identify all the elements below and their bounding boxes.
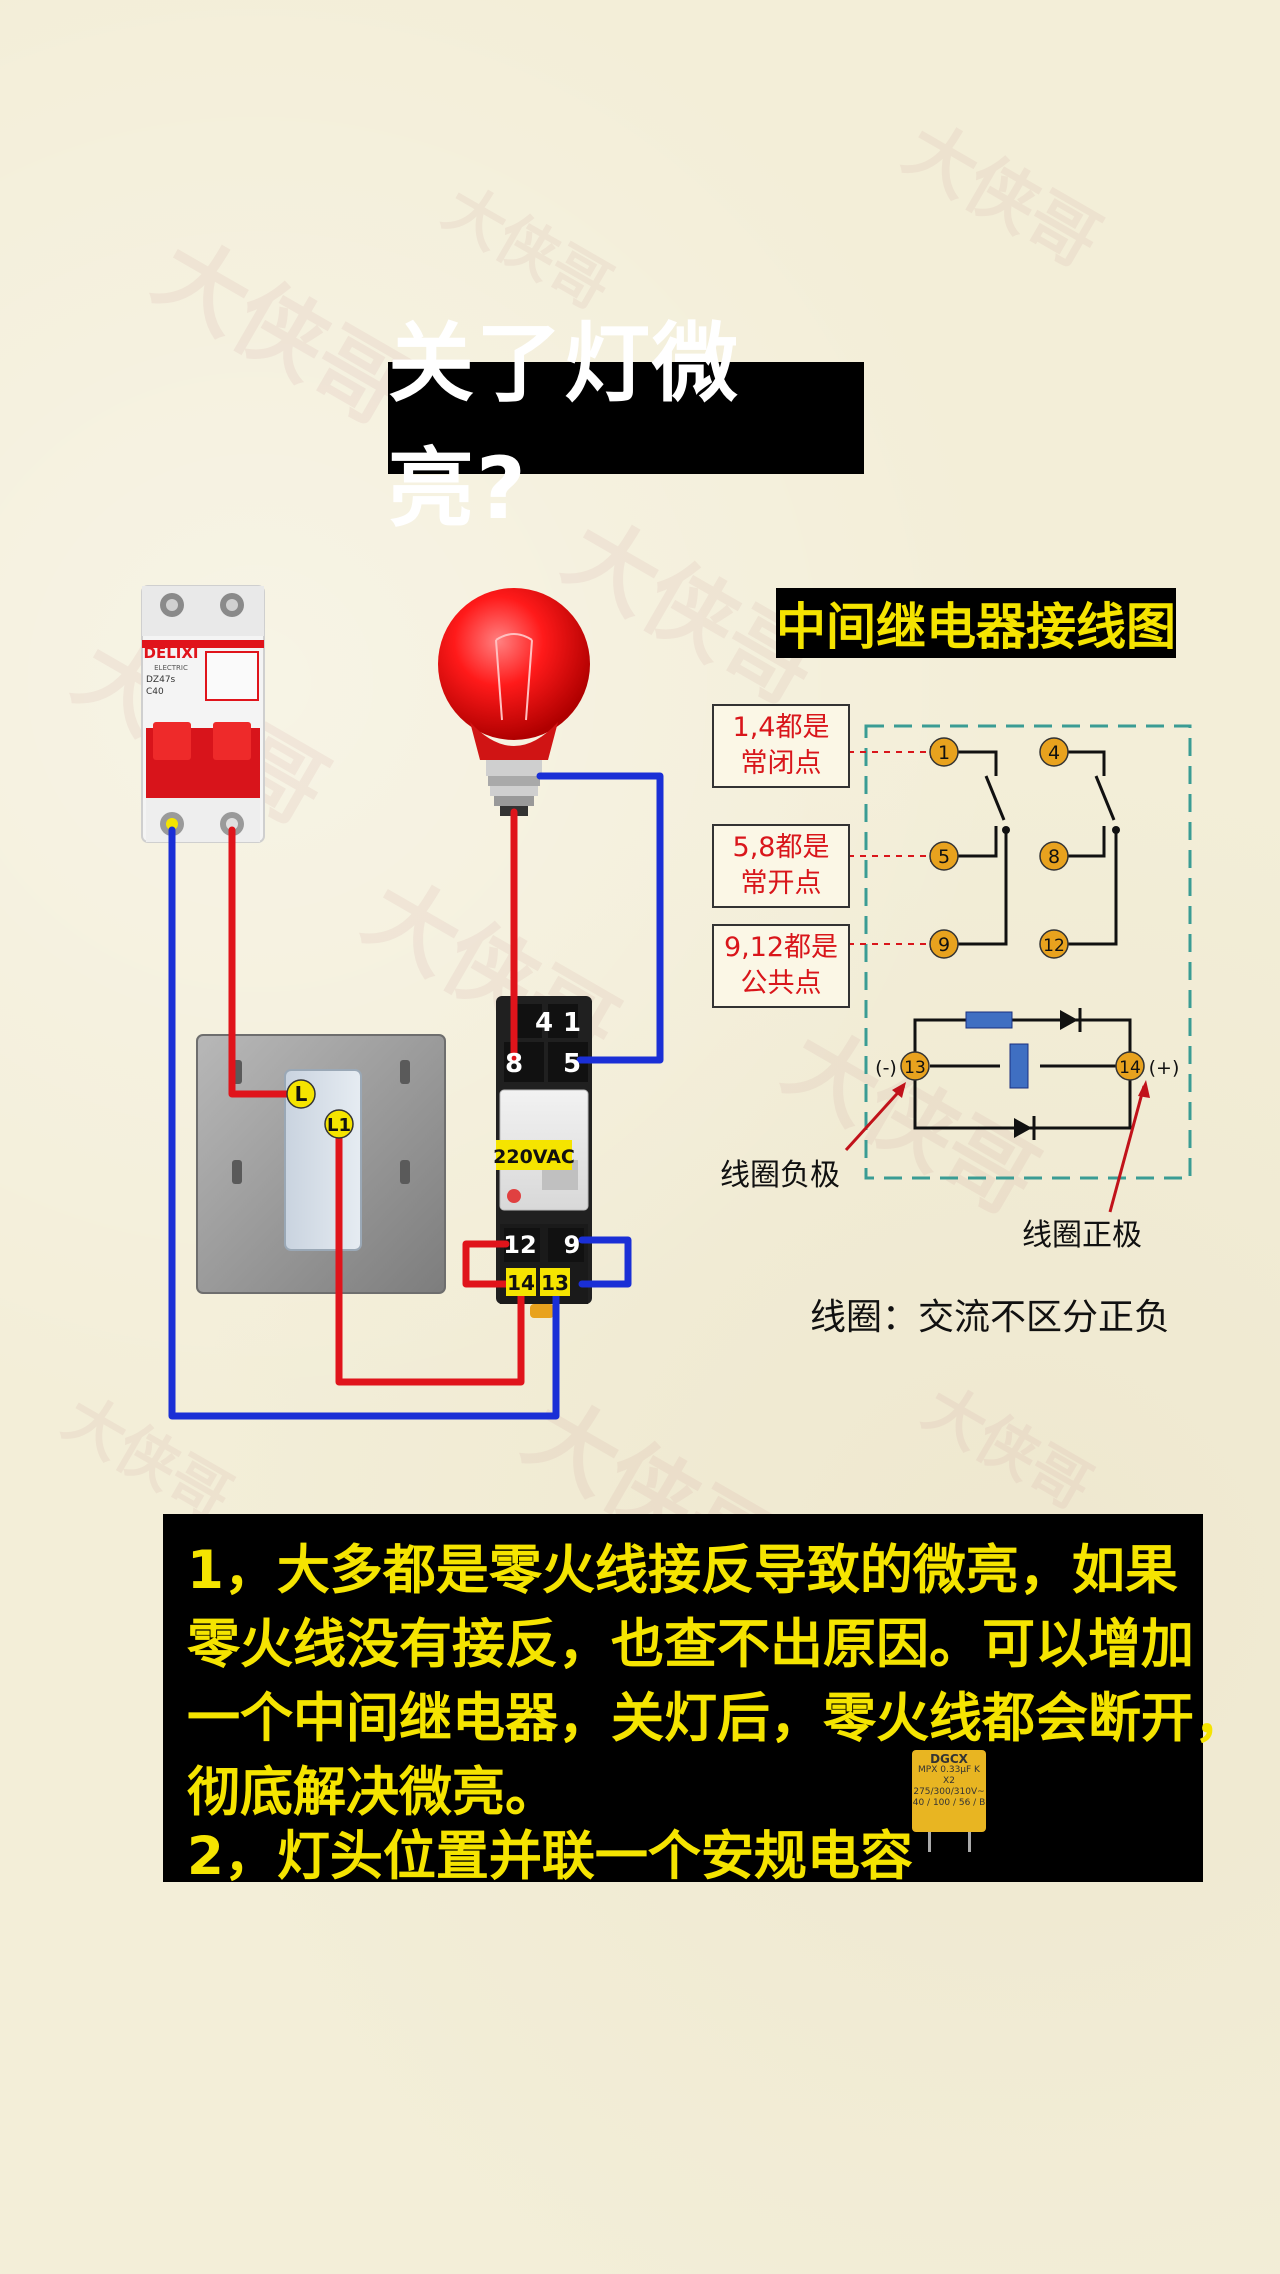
- schematic-terminal-13: 13: [900, 1051, 930, 1081]
- note-com-line2: 公共点: [740, 968, 822, 999]
- coil-pos-label: 线圈正极: [1022, 1218, 1142, 1253]
- note-com: 9,12都是 公共点: [712, 924, 850, 1008]
- note-nc-line2: 常闭点: [740, 748, 822, 779]
- note-no-line2: 常开点: [740, 868, 822, 899]
- switch-terminal-L: L: [286, 1079, 316, 1109]
- safety-capacitor: DGCX MPX 0.33μF K X2 275/300/310V~ 40 / …: [912, 1750, 986, 1832]
- note-nc-line1: 1,4都是: [732, 712, 830, 743]
- breaker-brand: DELIXI: [144, 644, 199, 662]
- schematic-terminal-12: 12: [1039, 929, 1069, 959]
- schematic-terminal-4: 4: [1039, 737, 1069, 767]
- svg-text:14: 14: [1119, 1058, 1141, 1078]
- coil-neg-polarity: (-): [875, 1057, 897, 1079]
- relay-label-14: 14: [507, 1271, 535, 1295]
- breaker-sub: ELECTRIC: [154, 664, 188, 672]
- schematic-terminal-9: 9: [929, 929, 959, 959]
- svg-text:9: 9: [938, 934, 950, 956]
- svg-text:13: 13: [904, 1058, 926, 1078]
- breaker-rating: C40: [146, 687, 164, 697]
- explanation-line-1: 1，大多都是零火线接反导致的微亮，如果: [187, 1540, 1178, 1601]
- circuit-breaker: DELIXI ELECTRIC DZ47s C40: [141, 585, 265, 843]
- schematic-terminal-14: 14: [1115, 1051, 1145, 1081]
- coil-pos-polarity: (+): [1149, 1057, 1180, 1079]
- svg-text:12: 12: [1043, 936, 1065, 956]
- schematic-terminal-8: 8: [1039, 841, 1069, 871]
- explanation-line-2: 零火线没有接反，也查不出原因。可以增加: [187, 1614, 1194, 1675]
- capacitor-leg: [928, 1832, 931, 1852]
- capacitor-brand: DGCX: [930, 1752, 968, 1766]
- capacitor-leg: [968, 1832, 971, 1852]
- schematic-dashed-box: [864, 724, 1192, 1180]
- explanation-line-3: 一个中间继电器，关灯后，零火线都会断开，: [187, 1688, 1247, 1749]
- coil-pointer-arrows: [844, 1084, 1146, 1213]
- coil-note: 线圈：交流不区分正负: [810, 1297, 1171, 1338]
- schematic-terminal-5: 5: [929, 841, 959, 871]
- note-no-line1: 5,8都是: [732, 832, 830, 863]
- relay-diagram-title: 中间继电器接线图: [776, 588, 1176, 658]
- svg-text:5: 5: [938, 846, 950, 868]
- relay-label-8: 8: [505, 1049, 523, 1079]
- capacitor-spec-3: 40 / 100 / 56 / B: [912, 1798, 986, 1808]
- svg-text:1: 1: [938, 742, 950, 764]
- svg-text:L: L: [295, 1082, 308, 1106]
- contact-lines: [956, 750, 1118, 946]
- relay-voltage: 220VAC: [493, 1146, 575, 1168]
- note-com-line1: 9,12都是: [723, 932, 839, 963]
- relay-label-9: 9: [564, 1231, 581, 1259]
- relay-label-13: 13: [541, 1271, 569, 1295]
- capacitor-spec-2: 275/300/310V~: [913, 1787, 985, 1797]
- relay-label-12: 12: [503, 1231, 536, 1259]
- wires: [168, 772, 664, 1420]
- note-nc: 1,4都是 常闭点: [712, 704, 850, 788]
- relay-label-1: 1: [563, 1008, 581, 1038]
- breaker-model: DZ47s: [146, 675, 176, 685]
- light-bulb: [438, 588, 590, 816]
- schematic-terminal-1: 1: [929, 737, 959, 767]
- svg-text:8: 8: [1048, 846, 1060, 868]
- capacitor-spec-1: MPX 0.33μF K X2: [918, 1765, 980, 1786]
- note-arrows: [848, 751, 928, 945]
- explanation-line-4: 彻底解决微亮。: [187, 1762, 558, 1823]
- switch-terminal-L1: L1: [324, 1109, 354, 1139]
- svg-text:L1: L1: [327, 1115, 351, 1136]
- svg-text:4: 4: [1048, 742, 1060, 764]
- explanation-line-5: 2，灯头位置并联一个安规电容: [187, 1826, 913, 1887]
- note-no: 5,8都是 常开点: [712, 824, 850, 908]
- relay-label-4: 4: [535, 1008, 553, 1038]
- relay-label-5: 5: [563, 1049, 581, 1079]
- explanation-box: 1，大多都是零火线接反导致的微亮，如果 零火线没有接反，也查不出原因。可以增加 …: [163, 1514, 1247, 1887]
- coil-neg-label: 线圈负极: [720, 1158, 840, 1193]
